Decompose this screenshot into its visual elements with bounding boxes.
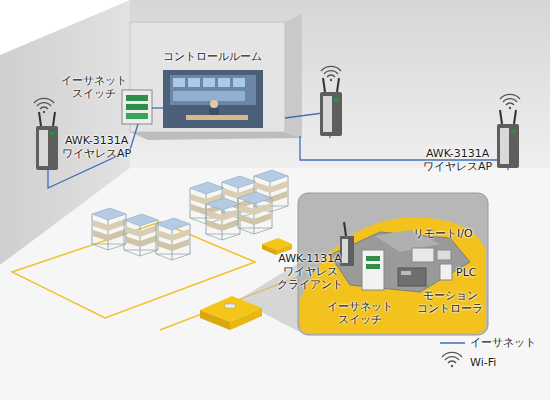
text-line: AWK-3131A: [426, 147, 489, 160]
legend-label: イーサネット: [470, 336, 536, 349]
legend-label: Wi-Fi: [470, 356, 496, 369]
text-line: コントローラ: [417, 302, 483, 315]
text-line: コントロールルーム: [163, 50, 262, 63]
text-line: ワイヤレス: [283, 265, 338, 278]
text-line: クライアント: [277, 278, 343, 291]
text-line: ワイヤレスAP: [62, 147, 131, 160]
device-label: PLC: [456, 266, 476, 279]
text-line: スイッチ: [338, 313, 382, 326]
legend-line-sample: [440, 342, 465, 344]
text-line: イーサネット: [61, 74, 127, 87]
text-line: AWK-3131A: [65, 134, 128, 147]
text-line: モーション: [423, 289, 478, 302]
text-line: スイッチ: [72, 87, 116, 100]
device-label: AWK-3131A ワイヤレスAP: [62, 134, 131, 160]
text-line: Wi-Fi: [470, 356, 496, 369]
text-line: ワイヤレスAP: [423, 160, 492, 173]
device-label: モーション コントローラ: [417, 289, 483, 315]
device-label: リモートI/O: [413, 227, 473, 240]
device-label: イーサネット スイッチ: [327, 300, 393, 326]
device-label: AWK-1131A ワイヤレス クライアント: [277, 252, 343, 292]
text-line: リモートI/O: [413, 227, 473, 240]
legend-wifi-sample: [442, 352, 462, 367]
text-line: イーサネット: [327, 300, 393, 313]
text-line: イーサネット: [470, 336, 536, 349]
text-line: PLC: [456, 266, 476, 279]
room-label: コントロールルーム: [163, 50, 262, 63]
device-label: AWK-3131A ワイヤレスAP: [423, 147, 492, 173]
device-label: イーサネット スイッチ: [61, 74, 127, 100]
text-line: AWK-1131A: [278, 252, 341, 265]
